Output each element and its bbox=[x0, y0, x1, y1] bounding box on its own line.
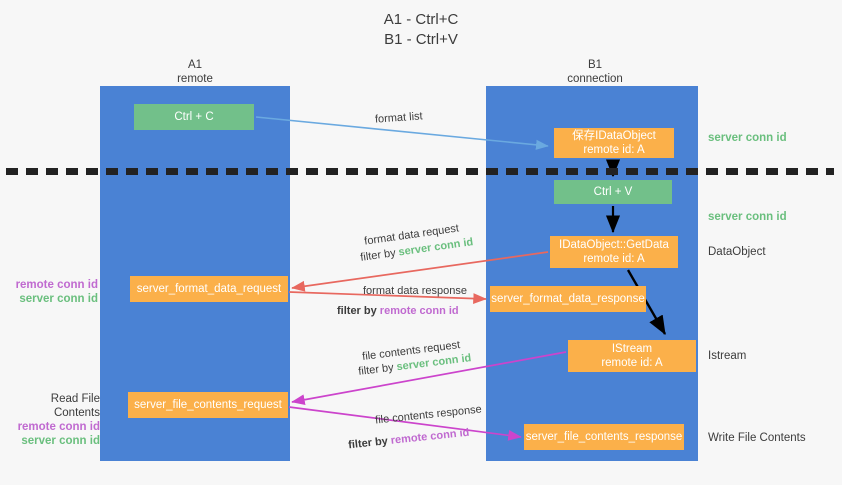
node-server-file-contents-request-label: server_file_contents_request bbox=[134, 399, 282, 411]
arrow-label-file-contents-response-filter: filter by remote conn id bbox=[348, 426, 471, 454]
node-ctrl-v-label: Ctrl + V bbox=[593, 186, 633, 198]
phase-divider bbox=[6, 168, 834, 175]
node-server-format-data-response-label: server_format_data_response bbox=[491, 293, 645, 305]
node-istream-line2: remote id: A bbox=[601, 357, 663, 369]
node-ctrl-v[interactable]: Ctrl + V bbox=[554, 180, 672, 204]
filter-key-remote-conn-id: remote conn id bbox=[379, 305, 459, 317]
arrow-label-format-data-response: format data response bbox=[363, 285, 467, 297]
node-idataobject-getdata-line1: IDataObject::GetData bbox=[559, 239, 669, 251]
label-dataobject: DataObject bbox=[708, 246, 766, 258]
node-server-file-contents-response[interactable]: server_file_contents_response bbox=[524, 424, 684, 450]
node-server-format-data-response[interactable]: server_format_data_response bbox=[490, 286, 646, 312]
page-title: A1 - Ctrl+C B1 - Ctrl+V bbox=[0, 10, 842, 50]
label-group-conn-ids-top: remote conn id server conn id bbox=[8, 278, 98, 306]
node-server-file-contents-request[interactable]: server_file_contents_request bbox=[128, 392, 288, 418]
arrow-label-file-contents-response: file contents response bbox=[374, 403, 483, 427]
label-server-conn-id-2: server conn id bbox=[21, 435, 100, 447]
column-header-b1: B1 connection bbox=[530, 58, 660, 86]
node-idataobject-getdata-line2: remote id: A bbox=[583, 253, 645, 265]
title-line-2: B1 - Ctrl+V bbox=[384, 31, 458, 48]
filter-prefix: filter by bbox=[337, 305, 380, 317]
filter-prefix: filter by bbox=[359, 246, 400, 264]
node-idataobject-getdata[interactable]: IDataObject::GetData remote id: A bbox=[550, 236, 678, 268]
node-server-format-data-request[interactable]: server_format_data_request bbox=[130, 276, 288, 302]
label-remote-conn-id-2: remote conn id bbox=[17, 421, 100, 433]
node-ctrl-c-label: Ctrl + C bbox=[174, 111, 214, 123]
node-ctrl-c[interactable]: Ctrl + C bbox=[134, 104, 254, 130]
column-header-a1: A1 remote bbox=[130, 58, 260, 86]
label-istream: Istream bbox=[708, 350, 747, 362]
node-save-idataobject-line1: 保存IDataObject bbox=[572, 130, 656, 142]
arrow-label-format-list: format list bbox=[374, 110, 424, 126]
label-remote-conn-id-1: remote conn id bbox=[15, 279, 98, 291]
column-b1-sub: connection bbox=[567, 73, 623, 85]
label-server-conn-id-1: server conn id bbox=[19, 293, 98, 305]
node-istream[interactable]: IStream remote id: A bbox=[568, 340, 696, 372]
label-read-file-contents: Read File Contents bbox=[50, 393, 100, 419]
column-b1-name: B1 bbox=[587, 59, 603, 71]
label-group-conn-ids-bottom: Read File Contents remote conn id server… bbox=[4, 392, 100, 448]
node-istream-line1: IStream bbox=[611, 343, 653, 355]
title-line-1: A1 - Ctrl+C bbox=[383, 11, 459, 28]
arrow-label-format-data-response-filter: filter by remote conn id bbox=[337, 304, 459, 319]
node-save-idataobject[interactable]: 保存IDataObject remote id: A bbox=[554, 128, 674, 158]
node-save-idataobject-line2: remote id: A bbox=[583, 144, 645, 156]
column-a1-sub: remote bbox=[177, 73, 213, 85]
label-server-conn-id-top: server conn id bbox=[708, 132, 787, 144]
filter-prefix: filter by bbox=[347, 434, 392, 452]
label-server-conn-id-mid: server conn id bbox=[708, 211, 787, 223]
filter-key-remote-conn-id: remote conn id bbox=[390, 426, 470, 447]
column-a1-name: A1 bbox=[187, 59, 203, 71]
filter-prefix: filter by bbox=[357, 361, 398, 378]
node-server-format-data-request-label: server_format_data_request bbox=[136, 283, 282, 295]
label-write-file-contents: Write File Contents bbox=[708, 432, 806, 444]
node-server-file-contents-response-label: server_file_contents_response bbox=[525, 431, 683, 443]
